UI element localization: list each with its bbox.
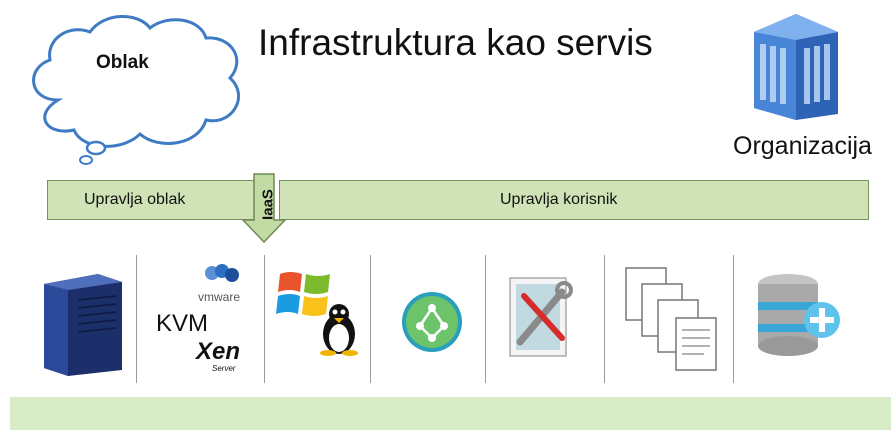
xen-server-label: Server [212,364,236,373]
organization-label: Organizacija [733,132,872,160]
bottom-layer-bar [10,397,891,430]
documents-icon [625,267,717,371]
user-managed-bar: Upravlja korisnik [279,180,869,220]
windows-logo-icon [276,272,330,316]
divider [604,255,605,383]
iaas-label: IaaS [259,189,277,220]
xen-label: Xen [196,338,241,365]
building-icon [754,14,838,120]
tools-icon [509,277,573,357]
vmware-logo-icon [205,264,239,282]
cloud-managed-bar: Upravlja oblak [47,180,257,220]
vmware-label: vmware [198,290,241,304]
linux-penguin-icon [320,304,358,356]
divider [733,255,734,383]
server-icon [44,274,122,376]
cloud-label: Oblak [96,52,149,73]
page-title: Infrastruktura kao servis [258,22,653,63]
user-managed-label: Upravlja korisnik [500,191,618,208]
divider [136,255,137,383]
divider [370,255,371,383]
cloud-managed-label: Upravlja oblak [84,191,186,208]
divider [485,255,486,383]
cloud-shape [32,15,241,165]
kvm-label: KVM [156,310,209,337]
iaas-arrow-icon [241,173,287,244]
divider [264,255,265,383]
database-add-icon [758,274,840,356]
network-icon [402,292,462,352]
